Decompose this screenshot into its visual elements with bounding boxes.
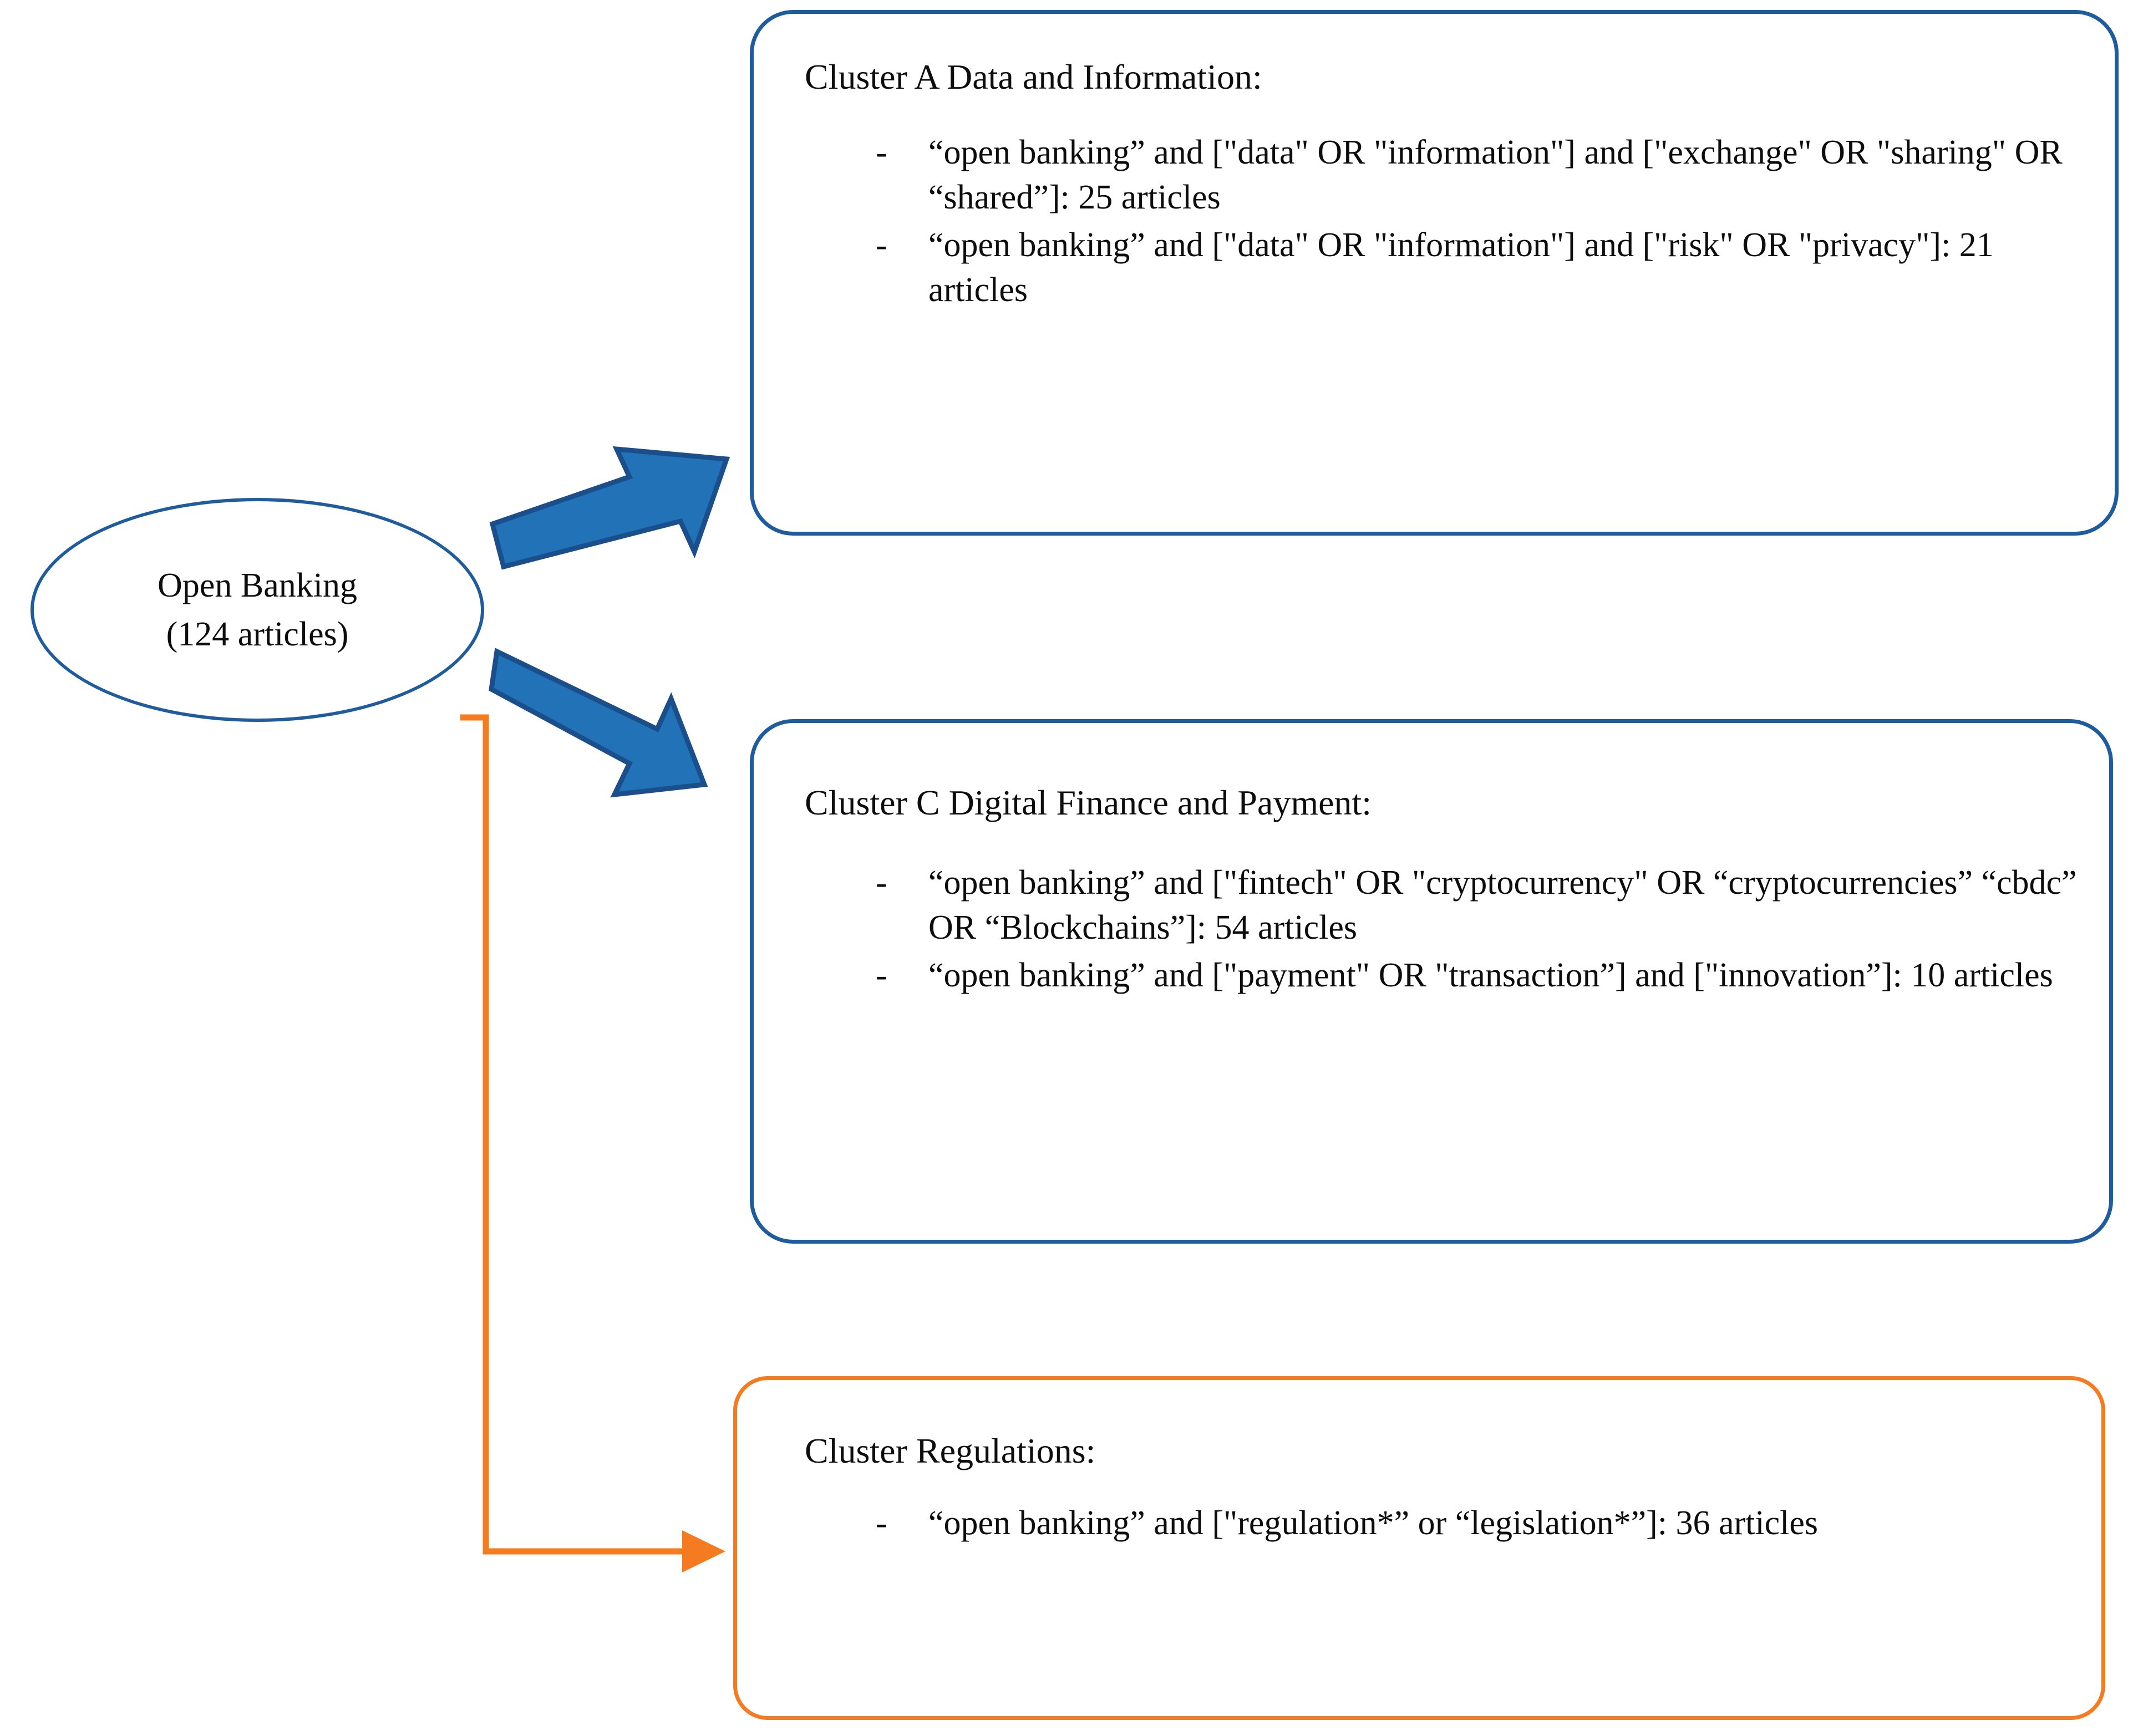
elbow-to-cluster-regulations-icon bbox=[460, 714, 725, 1572]
cluster-box-a[interactable]: Cluster A Data and Information: - “open … bbox=[750, 10, 2119, 536]
bullet-dash-icon: - bbox=[876, 226, 887, 264]
bullet-dash-icon: - bbox=[876, 1504, 887, 1542]
bullet-dash-icon: - bbox=[876, 956, 887, 995]
list-item: - “open banking” and ["regulation*” or “… bbox=[809, 1501, 2079, 1546]
arrow-to-cluster-a-icon bbox=[489, 446, 730, 570]
cluster-c-title: Cluster C Digital Finance and Payment: bbox=[805, 783, 1372, 822]
bullet-dash-icon: - bbox=[876, 134, 887, 171]
cluster-a-bullet-list: - “open banking” and ["data" OR "informa… bbox=[809, 130, 2090, 315]
list-item: - “open banking” and ["payment" OR "tran… bbox=[809, 953, 2085, 998]
list-item-text: “open banking” and ["payment" OR "transa… bbox=[928, 956, 2053, 995]
cluster-regulations-title: Cluster Regulations: bbox=[805, 1431, 1096, 1470]
cluster-box-c[interactable]: Cluster C Digital Finance and Payment: -… bbox=[750, 719, 2113, 1244]
arrow-to-cluster-c-icon bbox=[489, 648, 708, 798]
bullet-dash-icon: - bbox=[876, 864, 887, 902]
cluster-c-bullet-list: - “open banking” and ["fintech" OR "cryp… bbox=[809, 861, 2085, 1001]
source-node-title: Open Banking bbox=[158, 566, 357, 604]
list-item: - “open banking” and ["data" OR "informa… bbox=[809, 130, 2090, 220]
cluster-regulations-bullet-list: - “open banking” and ["regulation*” or “… bbox=[809, 1501, 2079, 1549]
list-item: - “open banking” and ["fintech" OR "cryp… bbox=[809, 861, 2085, 950]
cluster-a-title: Cluster A Data and Information: bbox=[805, 57, 1262, 96]
cluster-box-regulations[interactable]: Cluster Regulations: - “open banking” an… bbox=[733, 1376, 2105, 1720]
list-item-text: “open banking” and ["data" OR "informati… bbox=[928, 226, 1994, 309]
list-item-text: “open banking” and ["regulation*” or “le… bbox=[928, 1504, 1819, 1542]
list-item-text: “open banking” and ["fintech" OR "crypto… bbox=[928, 864, 2077, 946]
list-item-text: “open banking” and ["data" OR "informati… bbox=[928, 134, 2063, 216]
source-node-open-banking[interactable]: Open Banking (124 articles) bbox=[31, 498, 484, 722]
list-item: - “open banking” and ["data" OR "informa… bbox=[809, 223, 2090, 312]
source-node-count: (124 articles) bbox=[166, 615, 349, 653]
